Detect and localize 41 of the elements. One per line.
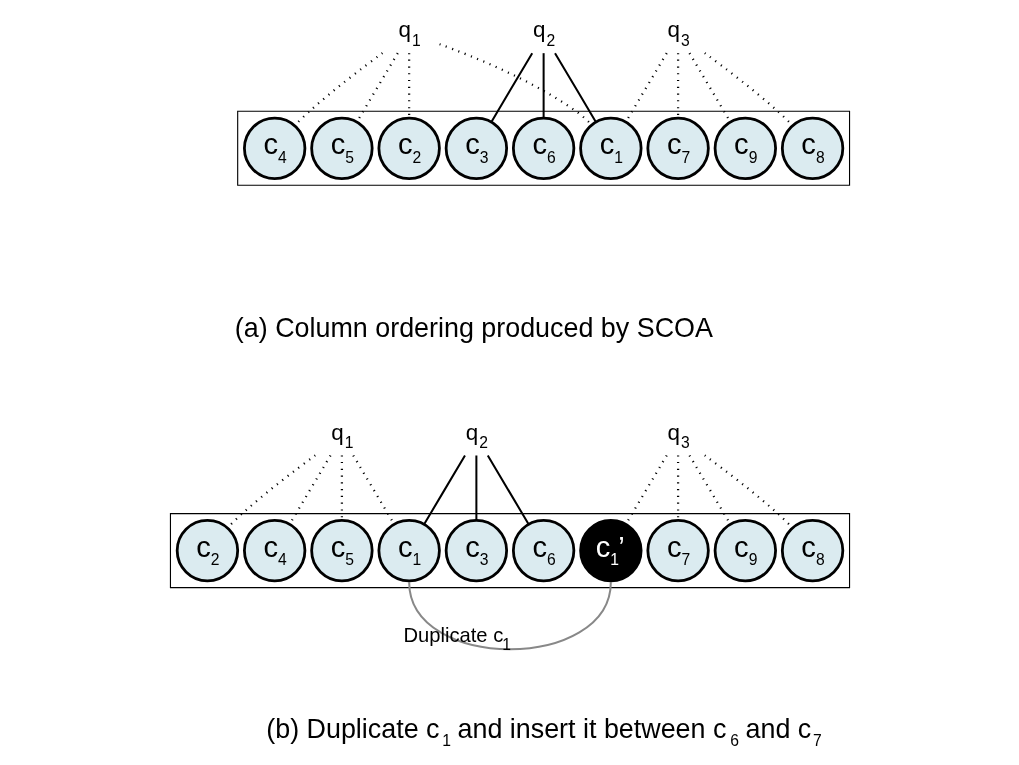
node-circle: c$_{7}$ [645, 518, 710, 583]
node-circle: c$_{2}$ [175, 518, 239, 583]
node-circle: c$_{1}$ [578, 116, 642, 180]
node-text: q$_{2}$ [465, 419, 488, 452]
node-circle: c$_{8}$ [780, 116, 844, 180]
node-circle: c$_{9}$ [713, 116, 777, 180]
connector [340, 455, 343, 520]
node-circle: c$_{5}$ [309, 116, 374, 180]
label: (a) Column ordering produced by SCOA [234, 312, 713, 343]
node-circle: c$_{4}$ [242, 518, 306, 583]
node-circle: c$_{6}$ [511, 116, 575, 180]
node-circle: c$_{1}$’ [578, 518, 642, 583]
connector [422, 454, 466, 525]
connector [676, 455, 679, 520]
node-circle: c$_{1}$ [377, 518, 441, 583]
connector [407, 53, 410, 118]
connector [553, 52, 597, 123]
label: (b) Duplicate c$_{1}$ and insert it between c$_{6}$ and c$_{7}$ [265, 713, 822, 750]
connector [407, 581, 612, 651]
node-text: q$_{1}$ [330, 419, 353, 452]
node-text: q$_{3}$ [666, 17, 690, 49]
node-circle: c$_{6}$ [511, 518, 575, 583]
node-text: q$_{3}$ [666, 419, 690, 452]
cluster [169, 513, 850, 589]
cluster [236, 110, 850, 186]
connector [486, 454, 529, 525]
node-circle: c$_{3}$ [444, 116, 508, 180]
node-circle: c$_{7}$ [645, 116, 710, 180]
connector [490, 52, 533, 123]
node-circle: c$_{8}$ [780, 518, 844, 583]
node-text: q$_{2}$ [532, 17, 555, 49]
node-circle: c$_{3}$ [444, 518, 508, 583]
connector [474, 455, 477, 520]
node-text: q$_{1}$ [398, 17, 421, 49]
node-circle: c$_{2}$ [377, 116, 441, 180]
connector [676, 53, 679, 118]
node-circle: c$_{9}$ [713, 518, 777, 583]
edge-label: Duplicate c$_{1}$ [403, 623, 511, 654]
connector [542, 53, 545, 118]
node-circle: c$_{5}$ [309, 518, 374, 583]
node-circle: c$_{4}$ [242, 116, 306, 180]
